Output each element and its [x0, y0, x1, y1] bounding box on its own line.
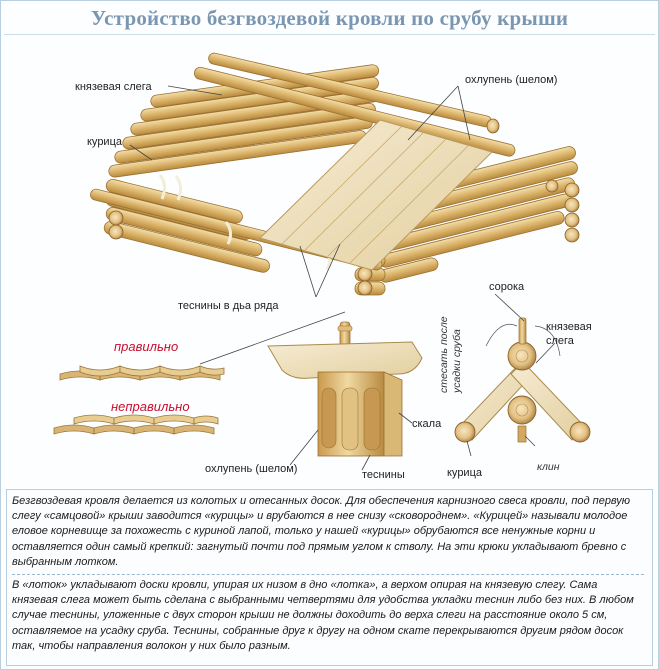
correct-board-overlap: [59, 365, 225, 381]
label-nepravilno: неправильно: [111, 399, 190, 414]
paragraph-separator: [12, 574, 644, 575]
label-stesat-1: стесать после: [438, 316, 450, 393]
label-okhlupen: охлупень (шелом): [465, 74, 557, 86]
description-box: [6, 489, 653, 666]
label-knyazevaya-slega-2b: слега: [546, 335, 575, 347]
leader-lines: [129, 85, 471, 298]
label-soroka: сорока: [489, 281, 525, 293]
roof-diagram: князевая слега курица охлупень (шелом) т…: [53, 52, 592, 481]
label-kuritsa: курица: [87, 136, 123, 148]
label-klin: клин: [537, 461, 560, 473]
leader-lines-right: [466, 293, 556, 457]
incorrect-board-overlap: [53, 414, 219, 435]
ridge-cross-section-right: [454, 317, 591, 443]
description-paragraph-1: Безгвоздевая кровля делается из колотых …: [12, 495, 631, 568]
label-okhlupen-2: охлупень (шелом): [205, 463, 297, 475]
label-knyazevaya-slega: князевая слега: [75, 81, 153, 93]
label-stesat-2: усадки сруба: [451, 329, 463, 394]
label-kuritsa-2: курица: [447, 467, 483, 479]
label-pravilno: правильно: [114, 339, 178, 354]
title-divider: [4, 34, 655, 35]
ridge-cross-section-center: [267, 321, 423, 457]
roof-boards: [259, 119, 493, 271]
leader-lines-center: [289, 412, 413, 471]
label-knyazevaya-slega-2: князевая: [546, 321, 592, 333]
description-paragraph-2: В «лоток» укладывают доски кровли, упира…: [12, 579, 634, 652]
page-title: Устройство безгвоздевой кровли по срубу …: [90, 6, 569, 30]
okhlupen-log: [208, 52, 500, 134]
label-skala: скала: [412, 418, 442, 430]
label-tesniny: теснины: [362, 469, 405, 481]
label-tesniny-dva-ryada: теснины в дьа ряда: [178, 300, 279, 312]
leader-tesniny: [199, 311, 346, 365]
